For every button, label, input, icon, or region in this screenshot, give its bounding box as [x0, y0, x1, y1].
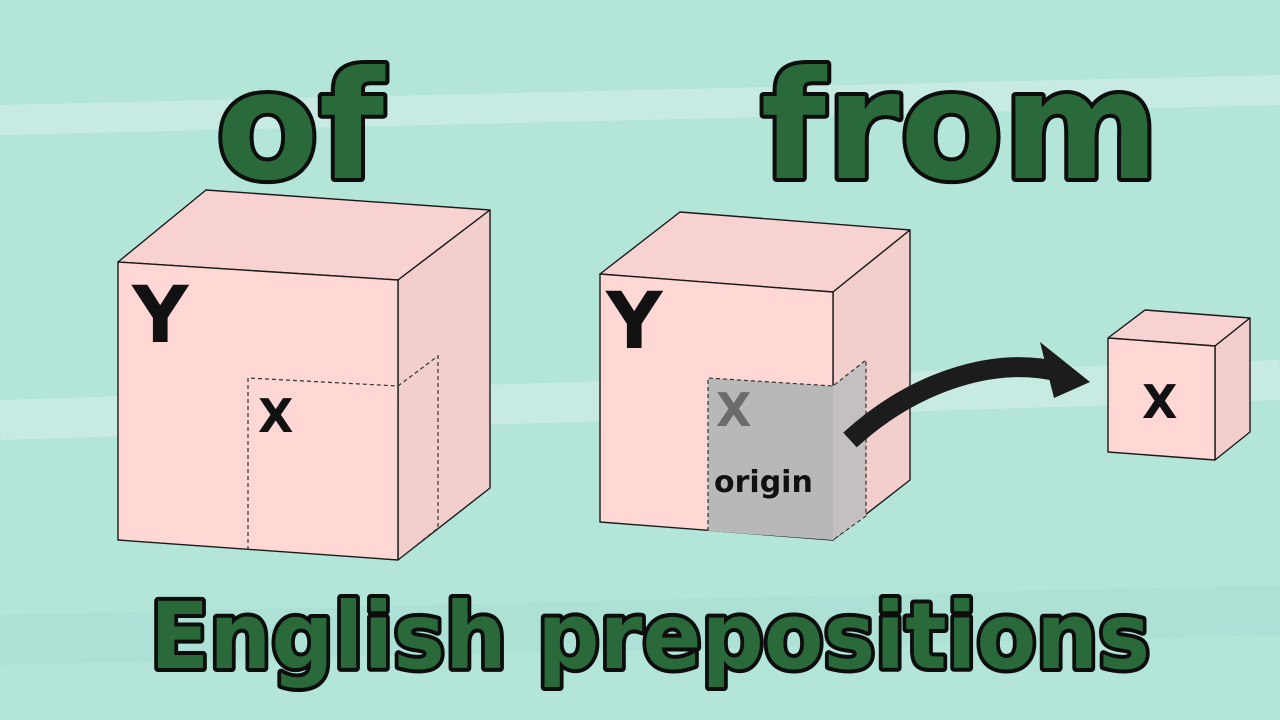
cube-of-x-label: X	[258, 389, 293, 443]
cube-from: Y X origin	[599, 211, 911, 541]
cube-of-part-outline	[247, 377, 399, 550]
arrow	[843, 342, 1090, 448]
origin-label: origin	[714, 465, 813, 500]
small-cube-x-label: X	[1142, 375, 1177, 429]
cube-of: Y X	[117, 189, 491, 561]
small-cube: X	[1107, 309, 1251, 461]
arrow-head-icon	[1040, 342, 1090, 398]
origin-region	[708, 378, 833, 540]
small-cube-front-face	[1107, 337, 1216, 461]
title-of: of	[216, 40, 386, 214]
cube-of-y-label: Y	[131, 271, 190, 361]
subtitle: English prepositions	[150, 583, 1150, 690]
title-from: from	[761, 40, 1160, 214]
origin-region-outline	[707, 358, 867, 541]
origin-region-side	[833, 360, 866, 540]
cube-of-part-side-outline	[397, 354, 439, 561]
cube-from-x-label: X	[716, 383, 751, 437]
arrow-curve	[843, 357, 1063, 448]
cube-from-y-label: Y	[605, 277, 664, 367]
